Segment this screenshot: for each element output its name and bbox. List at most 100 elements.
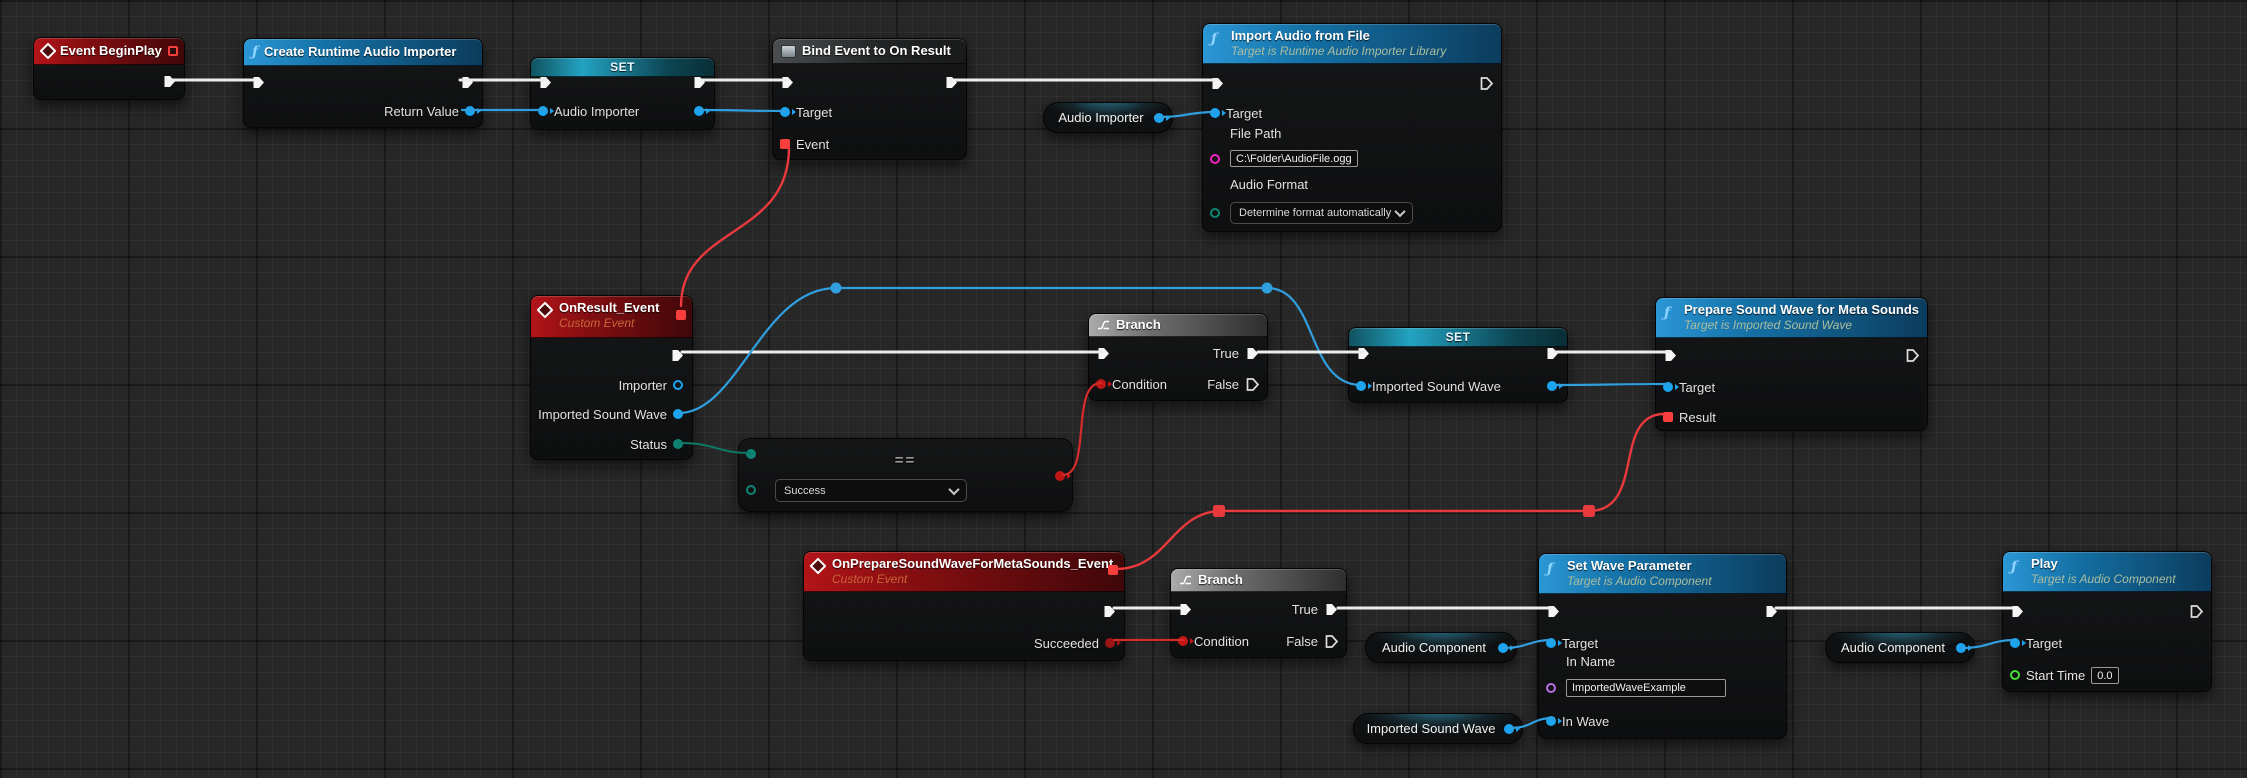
getter-audio-importer[interactable]: Audio Importer	[1043, 102, 1173, 133]
exec-out-pin[interactable]	[692, 72, 707, 92]
branch-icon	[1098, 320, 1109, 330]
exec-out-pin[interactable]	[162, 71, 177, 91]
result-bool-pin[interactable]	[1055, 471, 1071, 481]
reroute-node[interactable]	[1261, 282, 1273, 294]
target-pin[interactable]	[2010, 638, 2026, 648]
status-pin[interactable]	[673, 439, 683, 449]
exec-out-pin[interactable]	[1545, 343, 1560, 363]
function-icon: ƒ	[1211, 31, 1218, 47]
false-exec-pin[interactable]	[1324, 634, 1339, 649]
node-prepare-sound-wave-for-meta-sounds[interactable]: ƒ Prepare Sound Wave for Meta Sounds Tar…	[1655, 297, 1928, 431]
getter-imported-sound-wave[interactable]: Imported Sound Wave	[1353, 713, 1523, 744]
node-set-audio-importer[interactable]: SET Audio Importer	[530, 57, 715, 130]
node-equal-enum[interactable]: == Success	[738, 438, 1073, 512]
node-branch-1[interactable]: Branch Condition True False	[1088, 313, 1268, 401]
event-delegate-pin[interactable]	[780, 139, 790, 149]
exec-in-pin[interactable]	[251, 72, 266, 92]
in-wave-pin[interactable]	[1546, 716, 1562, 726]
audio-format-dropdown[interactable]: Determine format automatically	[1230, 202, 1413, 224]
target-pin[interactable]	[1663, 382, 1679, 392]
exec-in-pin[interactable]	[1663, 345, 1678, 365]
pin-label: Event	[796, 136, 830, 152]
exec-in-pin[interactable]	[2010, 601, 2025, 621]
file-path-pin[interactable]	[1210, 154, 1220, 164]
node-set-imported-sound-wave[interactable]: SET Imported Sound Wave	[1348, 327, 1568, 403]
condition-pin[interactable]	[1178, 636, 1194, 646]
exec-out-pin[interactable]	[1102, 601, 1117, 621]
in-name-pin[interactable]	[1546, 683, 1556, 693]
exec-pin-icon	[1906, 348, 1920, 362]
exec-pin-icon	[672, 349, 683, 361]
exec-pin-icon	[2190, 604, 2204, 618]
exec-in-pin[interactable]	[1356, 343, 1371, 363]
exec-in-pin[interactable]	[780, 72, 795, 92]
node-title: Prepare Sound Wave for Meta Sounds	[1684, 302, 1920, 317]
reroute-node[interactable]	[830, 282, 842, 294]
exec-out-pin[interactable]	[670, 345, 685, 365]
node-title: OnResult_Event	[559, 300, 660, 315]
exec-in-pin[interactable]	[1546, 601, 1561, 621]
start-time-input[interactable]: 0.0	[2091, 666, 2119, 684]
node-onpreparesoundwaveformetasounds-event[interactable]: OnPrepareSoundWaveForMetaSounds_Event Cu…	[803, 551, 1125, 661]
exec-out-pin[interactable]	[1479, 73, 1494, 93]
target-pin[interactable]	[1546, 638, 1562, 648]
condition-pin[interactable]	[1096, 379, 1112, 389]
output-pin[interactable]	[1956, 643, 1972, 653]
node-import-audio-from-file[interactable]: ƒ Import Audio from File Target is Runti…	[1202, 23, 1502, 232]
false-exec-pin[interactable]	[1245, 377, 1260, 392]
input-b-pin[interactable]	[746, 485, 756, 495]
node-event-beginplay[interactable]: Event BeginPlay	[33, 37, 185, 100]
exec-in-pin[interactable]	[538, 72, 553, 92]
output-pin[interactable]	[1154, 113, 1170, 123]
node-title: Play	[2031, 556, 2058, 571]
delegate-pin[interactable]	[676, 310, 686, 320]
node-onresult-event[interactable]: OnResult_Event Custom Event Importer Imp…	[530, 295, 693, 460]
true-exec-pin[interactable]	[1245, 346, 1260, 361]
node-bind-event-to-on-result[interactable]: Bind Event to On Result Target Event	[772, 38, 967, 160]
enum-value-dropdown[interactable]: Success	[775, 479, 967, 502]
audio-format-pin[interactable]	[1210, 208, 1220, 218]
exec-out-pin[interactable]	[1764, 601, 1779, 621]
imported-sound-wave-out-pin[interactable]	[1547, 381, 1563, 391]
target-pin[interactable]	[1210, 108, 1226, 118]
variable-label: Audio Component	[1840, 640, 1946, 655]
succeeded-pin[interactable]	[1105, 638, 1121, 648]
reroute-node[interactable]	[1583, 505, 1595, 517]
exec-out-pin[interactable]	[944, 72, 959, 92]
output-pin[interactable]	[1498, 643, 1514, 653]
input-a-pin[interactable]	[746, 449, 756, 459]
audio-importer-in-pin[interactable]	[538, 106, 554, 116]
true-exec-pin[interactable]	[1324, 602, 1339, 617]
exec-out-pin[interactable]	[2189, 601, 2204, 621]
result-delegate-pin[interactable]	[1663, 412, 1673, 422]
importer-pin[interactable]	[673, 380, 683, 390]
delegate-icon[interactable]	[167, 46, 178, 56]
pin-label: Audio Importer	[554, 103, 640, 119]
exec-in-pin[interactable]	[1210, 73, 1225, 93]
exec-out-pin[interactable]	[460, 72, 475, 92]
imported-sound-wave-pin[interactable]	[673, 409, 683, 419]
exec-out-pin[interactable]	[1905, 345, 1920, 365]
node-title: Branch	[1198, 572, 1243, 587]
node-play[interactable]: ƒ Play Target is Audio Component Target …	[2002, 551, 2212, 692]
target-pin[interactable]	[780, 107, 796, 117]
return-value-pin[interactable]	[465, 106, 481, 116]
start-time-pin[interactable]	[2010, 670, 2020, 680]
in-name-input[interactable]: ImportedWaveExample	[1566, 679, 1726, 697]
node-branch-2[interactable]: Branch Condition True False	[1170, 568, 1347, 658]
imported-sound-wave-in-pin[interactable]	[1356, 381, 1372, 391]
output-pin[interactable]	[1504, 724, 1520, 734]
node-set-wave-parameter[interactable]: ƒ Set Wave Parameter Target is Audio Com…	[1538, 553, 1787, 739]
getter-audio-component-1[interactable]: Audio Component	[1365, 632, 1517, 663]
reroute-node[interactable]	[1213, 505, 1225, 517]
exec-in-pin[interactable]	[1096, 343, 1111, 363]
node-title: Import Audio from File	[1231, 28, 1370, 43]
audio-importer-out-pin[interactable]	[694, 106, 710, 116]
delegate-pin[interactable]	[1108, 565, 1118, 575]
node-create-runtime-audio-importer[interactable]: ƒ Create Runtime Audio Importer Return V…	[243, 38, 483, 128]
exec-in-pin[interactable]	[1178, 599, 1193, 619]
getter-audio-component-2[interactable]: Audio Component	[1825, 632, 1975, 663]
pin-label: Condition	[1112, 376, 1167, 392]
file-path-input[interactable]: C:\Folder\AudioFile.ogg	[1230, 150, 1358, 167]
